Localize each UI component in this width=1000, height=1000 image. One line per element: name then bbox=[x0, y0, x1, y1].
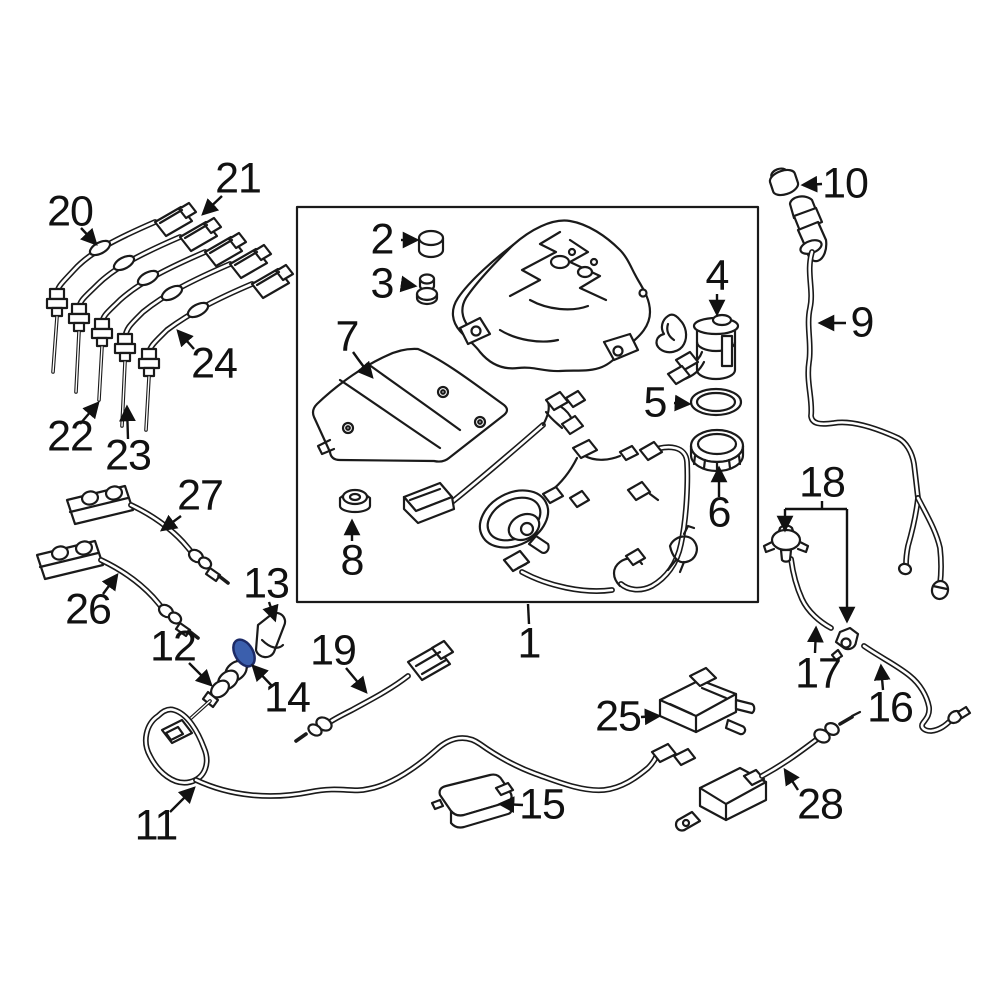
callout-15[interactable]: 15 bbox=[519, 780, 566, 829]
callout-27[interactable]: 27 bbox=[177, 471, 224, 520]
callout-13[interactable]: 13 bbox=[243, 559, 290, 608]
callout-arrow-11 bbox=[169, 786, 196, 813]
callout-arrow-7 bbox=[352, 351, 374, 379]
tank-clip-drawing bbox=[655, 313, 688, 354]
part-5-drawing bbox=[689, 387, 743, 417]
callout-12[interactable]: 12 bbox=[150, 622, 197, 671]
part-13-drawing bbox=[254, 611, 287, 659]
callout-5[interactable]: 5 bbox=[643, 378, 668, 427]
callout-bracket-18 bbox=[785, 501, 847, 511]
callout-arrow-17 bbox=[807, 625, 824, 654]
part-17-drawing bbox=[788, 556, 834, 631]
callout-arrow-16 bbox=[873, 663, 891, 691]
callout-6[interactable]: 6 bbox=[707, 488, 732, 537]
callout-arrow-21 bbox=[201, 195, 223, 216]
callout-4[interactable]: 4 bbox=[705, 251, 730, 300]
harness-drawing bbox=[402, 389, 698, 594]
callout-arrow-24 bbox=[176, 329, 195, 350]
callout-arrow-14 bbox=[251, 664, 273, 687]
part-15-drawing bbox=[430, 773, 515, 829]
callout-arrow-13 bbox=[262, 601, 279, 623]
part-7-drawing bbox=[311, 347, 509, 463]
part-11-drawing bbox=[142, 706, 697, 799]
callout-19[interactable]: 19 bbox=[310, 626, 357, 675]
callout-arrow-10 bbox=[800, 175, 823, 193]
part-27-drawing bbox=[65, 484, 230, 585]
part-10-drawing bbox=[768, 167, 800, 197]
part-19-drawing bbox=[294, 639, 455, 743]
part-4-drawing bbox=[666, 313, 740, 386]
callout-9[interactable]: 9 bbox=[850, 298, 875, 347]
callout-8[interactable]: 8 bbox=[340, 536, 365, 585]
callout-18[interactable]: 18 bbox=[799, 458, 846, 507]
callout-17[interactable]: 17 bbox=[795, 649, 842, 698]
part-26-drawing bbox=[35, 539, 200, 640]
part-8-drawing bbox=[338, 488, 372, 514]
callout-28[interactable]: 28 bbox=[797, 780, 844, 829]
callout-10[interactable]: 10 bbox=[822, 159, 869, 208]
callout-26[interactable]: 26 bbox=[65, 585, 112, 634]
part-14-highlight bbox=[232, 638, 256, 668]
callout-arrow-22 bbox=[79, 401, 100, 425]
callout-3[interactable]: 3 bbox=[370, 259, 395, 308]
callout-22[interactable]: 22 bbox=[47, 412, 94, 461]
callout-arrow-12 bbox=[188, 662, 213, 687]
part-2-drawing bbox=[417, 229, 445, 259]
part-28-drawing bbox=[674, 710, 862, 832]
callout-2[interactable]: 2 bbox=[370, 215, 395, 264]
callout-arrow-15 bbox=[497, 796, 524, 814]
callout-23[interactable]: 23 bbox=[105, 431, 152, 480]
callout-arrow-5 bbox=[673, 394, 692, 412]
callout-arrow-27 bbox=[159, 514, 182, 532]
part-14-drawing[interactable] bbox=[229, 636, 259, 670]
callout-11[interactable]: 11 bbox=[134, 801, 179, 850]
callout-7[interactable]: 7 bbox=[335, 312, 360, 361]
callout-leader-1 bbox=[526, 603, 531, 625]
callout-arrow-3 bbox=[399, 275, 418, 293]
callout-20[interactable]: 20 bbox=[47, 187, 94, 236]
fuel-tank-drawing bbox=[451, 219, 652, 373]
callout-16[interactable]: 16 bbox=[867, 683, 914, 732]
part-25-drawing bbox=[658, 666, 756, 736]
callout-25[interactable]: 25 bbox=[595, 692, 642, 741]
callout-arrow-25 bbox=[640, 708, 662, 726]
callout-arrow-23 bbox=[119, 404, 136, 440]
callout-arrow-28 bbox=[783, 767, 800, 791]
egt-sensors-drawing bbox=[45, 201, 295, 432]
part-16-drawing bbox=[861, 643, 972, 734]
part-18-drawing bbox=[762, 524, 860, 662]
part-1-assembly-box bbox=[295, 205, 760, 625]
callout-14[interactable]: 14 bbox=[264, 673, 311, 722]
callout-24[interactable]: 24 bbox=[191, 339, 238, 388]
callout-arrow-20 bbox=[80, 227, 98, 246]
callout-21[interactable]: 21 bbox=[215, 154, 262, 203]
part-3-drawing bbox=[415, 273, 439, 306]
part-6-drawing bbox=[689, 428, 745, 473]
callout-arrow-26 bbox=[101, 572, 119, 595]
callout-1[interactable]: 1 bbox=[517, 619, 542, 668]
callout-arrow-19 bbox=[345, 667, 368, 694]
callout-arrows bbox=[79, 175, 891, 814]
part-9-drawing bbox=[788, 195, 950, 601]
